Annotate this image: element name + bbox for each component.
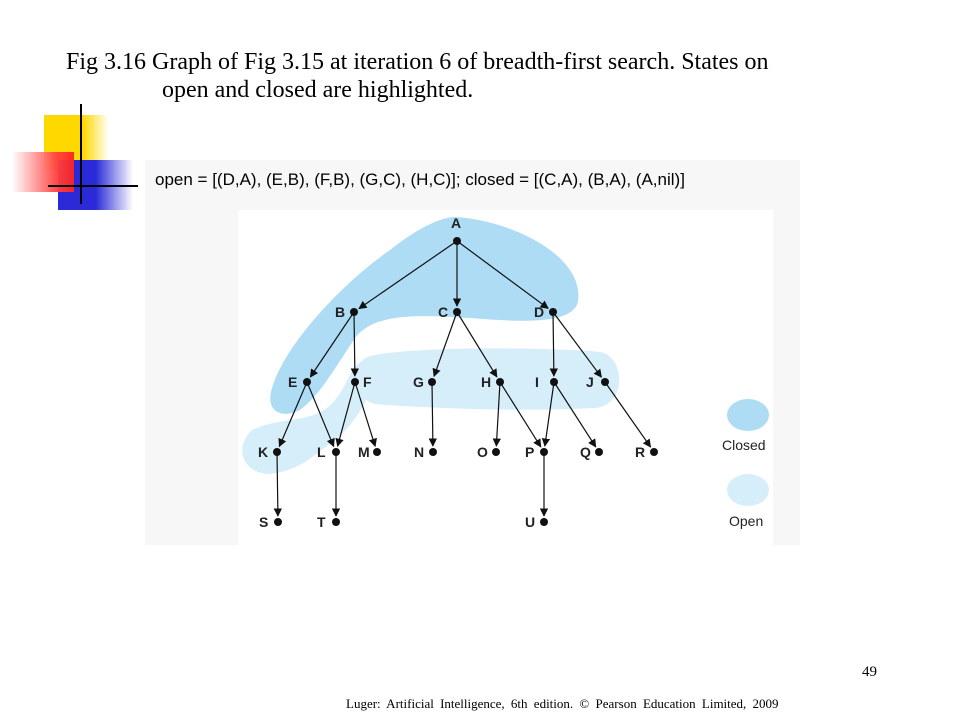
graph-edges <box>273 240 652 517</box>
edge-e-l <box>306 381 335 448</box>
node-d <box>549 308 557 316</box>
node-label-r: R <box>635 444 645 460</box>
node-label-m: M <box>358 444 370 460</box>
node-label-p: P <box>525 444 534 460</box>
node-label-o: O <box>477 444 488 460</box>
node-label-n: N <box>414 444 424 460</box>
node-o <box>492 448 500 456</box>
graph-nodes: A B C D E F G H I J K L M N O P Q R S T U <box>258 215 658 530</box>
legend-open-label: Open <box>729 513 763 529</box>
node-label-i: I <box>535 374 539 390</box>
edge-h-p <box>499 381 542 448</box>
legend-closed-swatch <box>727 399 769 431</box>
node-label-k: K <box>258 444 268 460</box>
edge-d-i <box>549 311 559 377</box>
node-label-c: C <box>438 304 448 320</box>
node-e <box>303 378 311 386</box>
node-label-g: G <box>413 374 424 390</box>
node-s <box>274 518 282 526</box>
decorative-corner-graphic <box>0 100 140 215</box>
edge-e-k <box>278 381 308 448</box>
node-label-u: U <box>525 514 535 530</box>
edge-h-o <box>492 381 501 447</box>
edge-b-f <box>350 311 360 377</box>
edge-i-p <box>541 381 555 447</box>
node-label-q: Q <box>580 444 591 460</box>
page-number: 49 <box>862 664 877 680</box>
node-label-a: A <box>451 215 461 231</box>
footer-citation: Luger: Artificial Intelligence, 6th edit… <box>346 696 779 711</box>
open-region-lower <box>242 360 373 474</box>
node-b <box>350 308 358 316</box>
edge-i-q <box>553 381 597 448</box>
node-label-e: E <box>288 374 297 390</box>
node-l <box>332 448 340 456</box>
node-label-l: L <box>317 444 326 460</box>
node-q <box>595 448 603 456</box>
edge-b-e <box>309 311 355 378</box>
legend: Closed Open <box>722 399 769 529</box>
node-k <box>273 448 281 456</box>
node-n <box>429 448 437 456</box>
node-label-b: B <box>335 304 345 320</box>
edge-j-r <box>604 381 652 448</box>
node-label-h: H <box>481 374 491 390</box>
closed-region <box>270 217 579 414</box>
title-line-2: open and closed are highlighted. <box>162 77 474 103</box>
node-g <box>428 378 436 386</box>
node-p <box>540 448 548 456</box>
node-label-j: J <box>586 374 594 390</box>
open-closed-lists: open = [(D,A), (E,B), (F,B), (G,C), (H,C… <box>155 170 685 189</box>
legend-closed-label: Closed <box>722 437 766 453</box>
node-label-d: D <box>534 304 544 320</box>
node-a <box>453 237 461 245</box>
edge-a-d <box>456 240 549 309</box>
node-i <box>550 378 558 386</box>
edge-c-h <box>456 311 498 378</box>
edge-k-s <box>273 451 283 517</box>
title-line-1: Fig 3.16 Graph of Fig 3.15 at iteration … <box>66 49 769 75</box>
legend-open-swatch <box>727 474 769 506</box>
edge-a-b <box>358 240 458 310</box>
node-j <box>601 378 609 386</box>
node-t <box>332 518 340 526</box>
node-label-t: T <box>317 514 326 530</box>
edge-f-l <box>335 381 356 448</box>
node-c <box>453 308 461 316</box>
node-r <box>650 448 658 456</box>
edge-c-g <box>432 311 458 378</box>
edge-d-j <box>552 311 602 378</box>
node-label-f: F <box>363 374 372 390</box>
slide-title: Fig 3.16 Graph of Fig 3.15 at iteration … <box>66 48 866 104</box>
node-m <box>373 448 381 456</box>
node-h <box>496 378 504 386</box>
node-label-s: S <box>259 514 268 530</box>
edge-f-m <box>354 381 377 448</box>
node-f <box>351 378 359 386</box>
edge-g-n <box>428 381 438 447</box>
node-u <box>540 518 548 526</box>
